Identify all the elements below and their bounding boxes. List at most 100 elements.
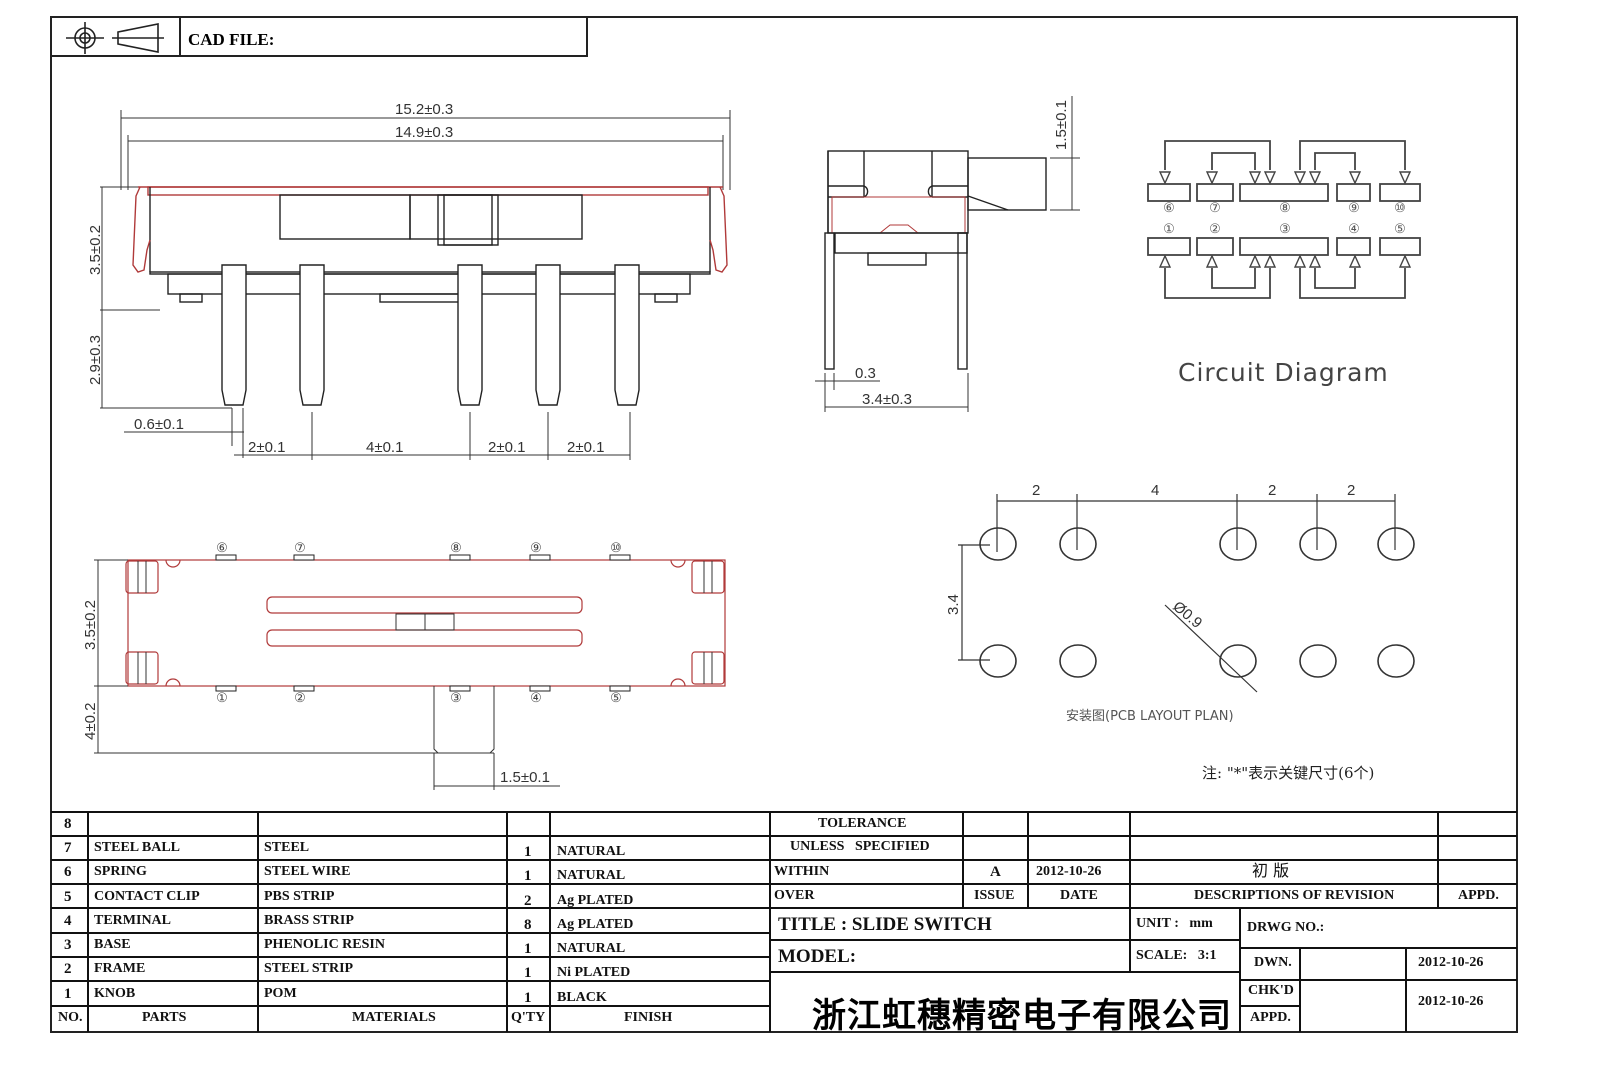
circuit-arrow-up [1248,254,1262,268]
circuit-top-terminal-label: ⑥ [1163,200,1175,215]
dim-pcb-row-spacing: 3.4 [945,594,962,615]
bom-column-header: NO. [58,1010,83,1025]
bom-row-material: PBS STRIP [264,889,335,904]
top-view-pin-label: ③ [450,690,462,705]
top-view-pin-bottom [215,685,237,692]
bom-column-header: MATERIALS [352,1010,436,1025]
bom-column-header: FINISH [624,1010,673,1025]
descriptions-header: DESCRIPTIONS OF REVISION [1194,888,1395,903]
bom-row-material: POM [264,986,297,1001]
dwn-label: DWN. [1254,955,1292,970]
bom-row-qty: 1 [524,844,532,860]
bom-row-finish: NATURAL [557,844,626,859]
circuit-bottom-terminal-label: ② [1209,221,1221,236]
bom-row-qty: 8 [524,917,532,933]
dim-knob-width: 1.5±0.1 [500,769,550,786]
pcb-hole [1059,527,1097,561]
bom-row-material: STEEL WIRE [264,864,351,879]
drawing-title: TITLE : SLIDE SWITCH [778,914,992,935]
top-view-pin-top [215,554,237,561]
circuit-arrow-up [1205,254,1219,268]
circuit-arrow-up [1158,254,1172,268]
within-label: WITHIN [774,864,830,879]
bom-row-finish: NATURAL [557,941,626,956]
chk-date: 2012-10-26 [1418,994,1484,1009]
dim-pcb-pitch-1: 2 [1032,482,1040,499]
pcb-hole [1219,527,1257,561]
circuit-bottom-terminal-label: ⑤ [1394,221,1406,236]
circuit-arrow-down [1398,171,1412,185]
revision-description: 初 版 [1252,861,1290,880]
dim-body-height: 3.5±0.2 [87,225,104,275]
bom-row-finish: NATURAL [557,868,626,883]
top-view-pin-label: ④ [530,690,542,705]
circuit-arrow-down [1348,171,1362,185]
top-view-pin-bottom [293,685,315,692]
bom-row-no: 6 [64,864,72,880]
circuit-arrows [1158,171,1412,268]
top-view-pin-top [449,554,471,561]
dim-pcb-pitch-2: 4 [1151,482,1159,499]
pcb-hole [1059,644,1097,678]
bom-row-finish: Ag PLATED [557,917,634,932]
front-pin [221,264,247,406]
dim-knob-travel: 4±0.2 [82,703,99,740]
issue-header: ISSUE [974,888,1015,903]
bom-row-no: 4 [64,913,72,929]
chkd-label: CHK'D [1248,983,1294,998]
pcb-layout [958,494,1396,693]
appd-header: APPD. [1458,888,1499,903]
bom-row-part: SPRING [94,864,147,879]
dim-pitch-4: 2±0.1 [567,439,604,456]
company-name: 浙江虹穗精密电子有限公司 [812,996,1232,1036]
third-angle-projection-icon [66,22,164,54]
dim-pcb-pitch-4: 2 [1347,482,1355,499]
circuit-top-terminal-label: ⑦ [1209,200,1221,215]
over-label: OVER [774,888,815,903]
dim-knob-height: 1.5±0.1 [1053,100,1070,150]
pcb-hole [1377,527,1415,561]
front-pin [535,264,561,406]
scale-label: SCALE: 3:1 [1136,948,1217,963]
top-view-pin-label: ② [294,690,306,705]
sheet-border [50,16,1518,1033]
dim-pin-length: 2.9±0.3 [87,335,104,385]
cad-file-label: CAD FILE: [188,30,274,49]
bom-row-qty: 2 [524,893,532,909]
header-box: CAD FILE: [50,16,588,57]
pcb-hole [1299,644,1337,678]
dim-row-spacing: 3.4±0.3 [862,391,912,408]
bom-row-part: KNOB [94,986,136,1001]
circuit-arrow-down [1308,171,1322,185]
dim-pcb-pitch-3: 2 [1268,482,1276,499]
dim-pitch-2: 4±0.1 [366,439,403,456]
bom-row-qty: 1 [524,868,532,884]
top-view-pin-bottom [449,685,471,692]
side-view [815,96,1080,412]
revision-date: 2012-10-26 [1036,864,1102,879]
bom-row-material: STEEL [264,840,310,855]
dim-pin-thickness: 0.3 [855,365,876,382]
circuit-top-terminal-label: ⑩ [1394,200,1406,215]
dim-pin-width: 0.6±0.1 [134,416,184,433]
revision-issue: A [990,864,1001,880]
drwg-no-label: DRWG NO.: [1247,920,1325,935]
top-view-pin-label: ① [216,690,228,705]
bom-row-no: 7 [64,840,72,856]
front-pin [299,264,325,406]
bom-column-header: Q'TY [511,1010,546,1025]
bom-row-part: STEEL BALL [94,840,180,855]
top-view-pin-top [293,554,315,561]
circuit-arrow-up [1263,254,1277,268]
bom-row-no: 1 [64,986,72,1002]
top-view-pin-label: ⑧ [450,540,462,555]
bom-row-qty: 1 [524,941,532,957]
top-view-pin-bottom [609,685,631,692]
bom-row-material: PHENOLIC RESIN [264,937,385,952]
circuit-arrow-down [1293,171,1307,185]
circuit-arrow-up [1308,254,1322,268]
pcb-hole [979,644,1017,678]
bom-row-part: TERMINAL [94,913,172,928]
circuit-top-terminal-label: ⑨ [1348,200,1360,215]
